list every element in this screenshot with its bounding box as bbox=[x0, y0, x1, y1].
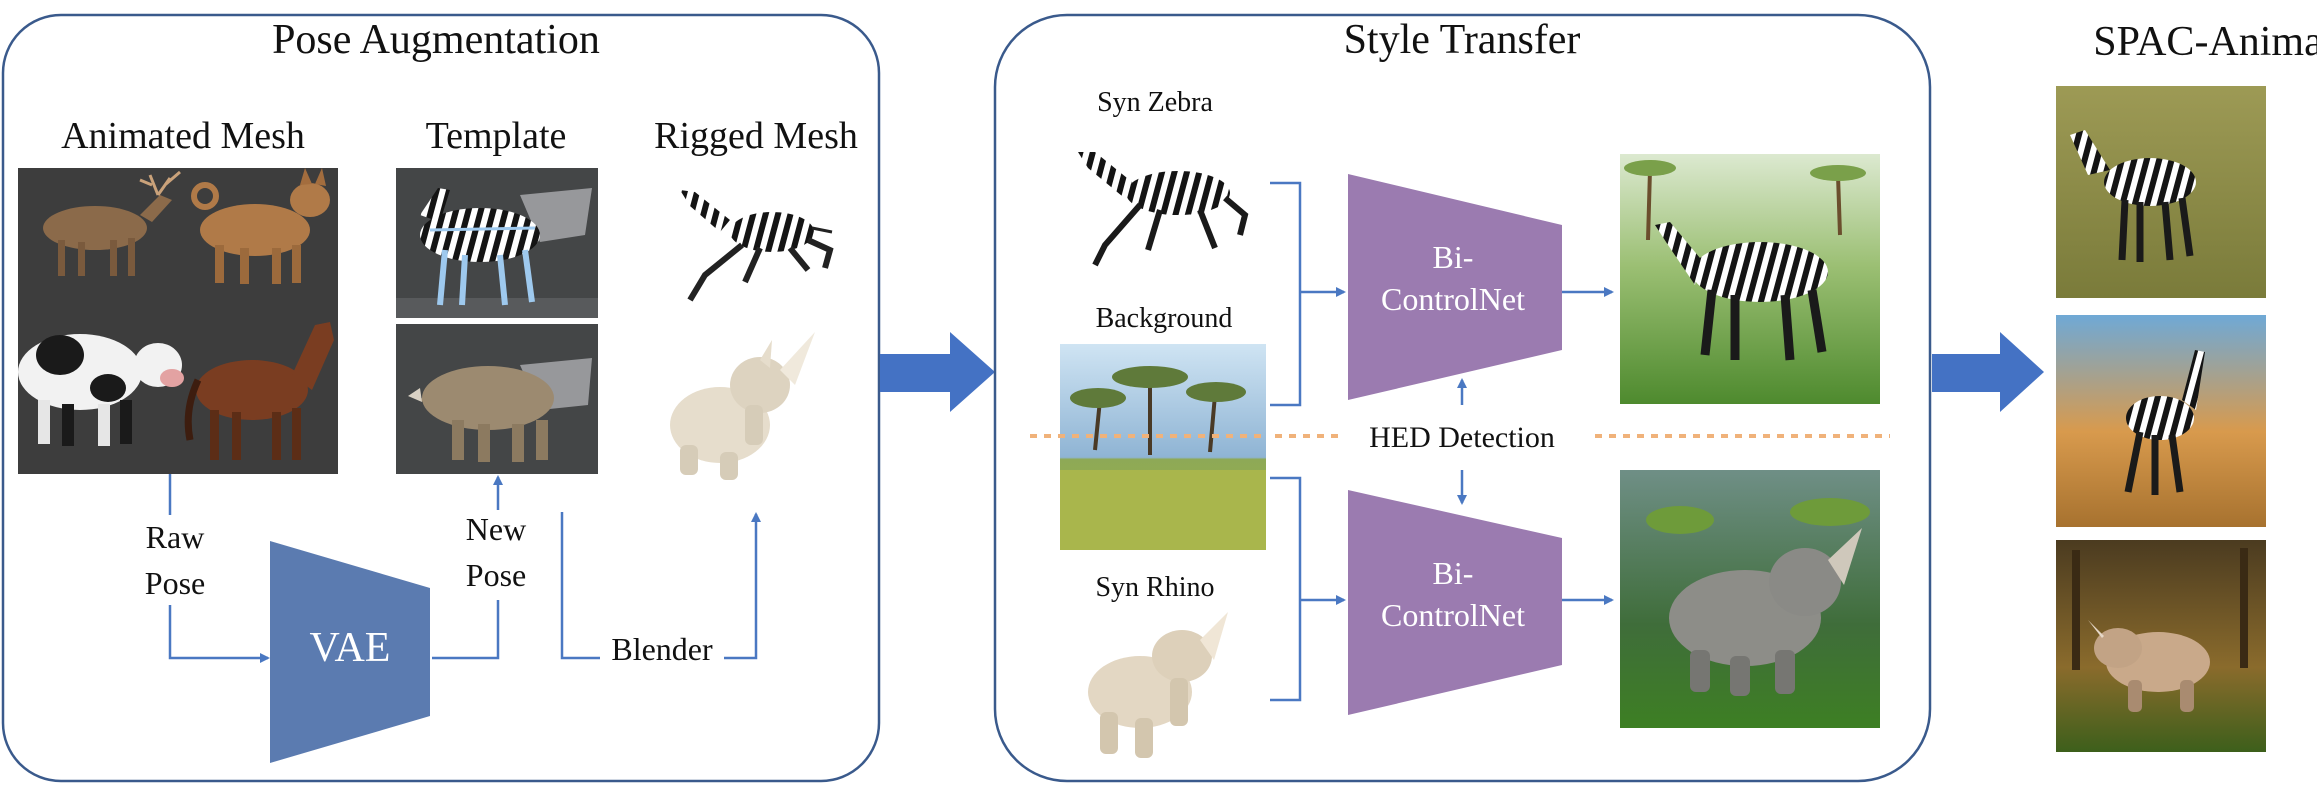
rigged-rhino-image bbox=[670, 332, 815, 480]
syn-rhino-label: Syn Rhino bbox=[1095, 572, 1214, 603]
spac-animal-sample-3 bbox=[2056, 540, 2266, 752]
template-label: Template bbox=[426, 115, 567, 157]
cow-mesh bbox=[18, 334, 184, 446]
rigged-zebra-image bbox=[680, 190, 834, 302]
pose-flow-arrows bbox=[168, 474, 756, 660]
style-flow-arrows bbox=[1270, 181, 1614, 702]
bicontrolnet-block-bottom bbox=[1348, 490, 1562, 715]
generated-zebra-image bbox=[1620, 154, 1880, 404]
blender-label: Blender bbox=[611, 631, 713, 667]
animated-mesh-image bbox=[18, 168, 338, 474]
raw-pose-label-line1: Raw bbox=[146, 519, 205, 555]
background-image bbox=[1060, 344, 1266, 550]
generated-rhino-image bbox=[1620, 470, 1880, 728]
template-rhino-image bbox=[396, 324, 598, 474]
vae-label: VAE bbox=[310, 625, 391, 671]
syn-rhino-image bbox=[1088, 612, 1228, 758]
bicontrolnet-bottom-label-line1: Bi- bbox=[1433, 555, 1474, 591]
new-pose-arrow bbox=[432, 477, 498, 660]
horse-mesh bbox=[184, 322, 334, 460]
bicontrolnet-bottom-label-line2: ControlNet bbox=[1381, 597, 1525, 633]
bicontrolnet-block-top bbox=[1348, 174, 1562, 400]
raw-pose-arrow bbox=[168, 474, 268, 658]
bicontrolnet-top-label-line1: Bi- bbox=[1433, 239, 1474, 275]
vae-block bbox=[270, 541, 430, 763]
raw-pose-label-line2: Pose bbox=[145, 565, 205, 601]
rigged-mesh-label: Rigged Mesh bbox=[654, 115, 858, 157]
template-zebra-image bbox=[396, 168, 598, 318]
animated-mesh-label: Animated Mesh bbox=[61, 115, 305, 157]
big-arrow-right bbox=[1932, 332, 2044, 412]
background-label: Background bbox=[1096, 303, 1233, 334]
spac-animals-title: SPAC-Animals bbox=[2093, 19, 2317, 65]
pose-augmentation-panel bbox=[1, 13, 881, 783]
style-transfer-panel bbox=[993, 13, 1932, 783]
pose-augmentation-title: Pose Augmentation bbox=[272, 17, 600, 63]
hed-detection-label: HED Detection bbox=[1369, 421, 1555, 454]
spac-animal-sample-1 bbox=[2056, 86, 2266, 298]
syn-zebra-label: Syn Zebra bbox=[1097, 87, 1213, 118]
bicontrolnet-top-label-line2: ControlNet bbox=[1381, 281, 1525, 317]
spac-animal-sample-2 bbox=[2056, 315, 2266, 527]
new-pose-label-line1: New bbox=[466, 511, 526, 547]
dog-mesh bbox=[191, 168, 330, 284]
syn-zebra-image bbox=[1078, 152, 1249, 267]
bottom-bracket bbox=[1270, 476, 1302, 702]
blender-arrow bbox=[560, 512, 756, 660]
style-transfer-title: Style Transfer bbox=[1344, 17, 1581, 63]
new-pose-label-line2: Pose bbox=[466, 557, 526, 593]
top-bracket bbox=[1270, 181, 1302, 407]
deer-mesh bbox=[43, 170, 181, 276]
big-arrow-left bbox=[880, 332, 995, 412]
